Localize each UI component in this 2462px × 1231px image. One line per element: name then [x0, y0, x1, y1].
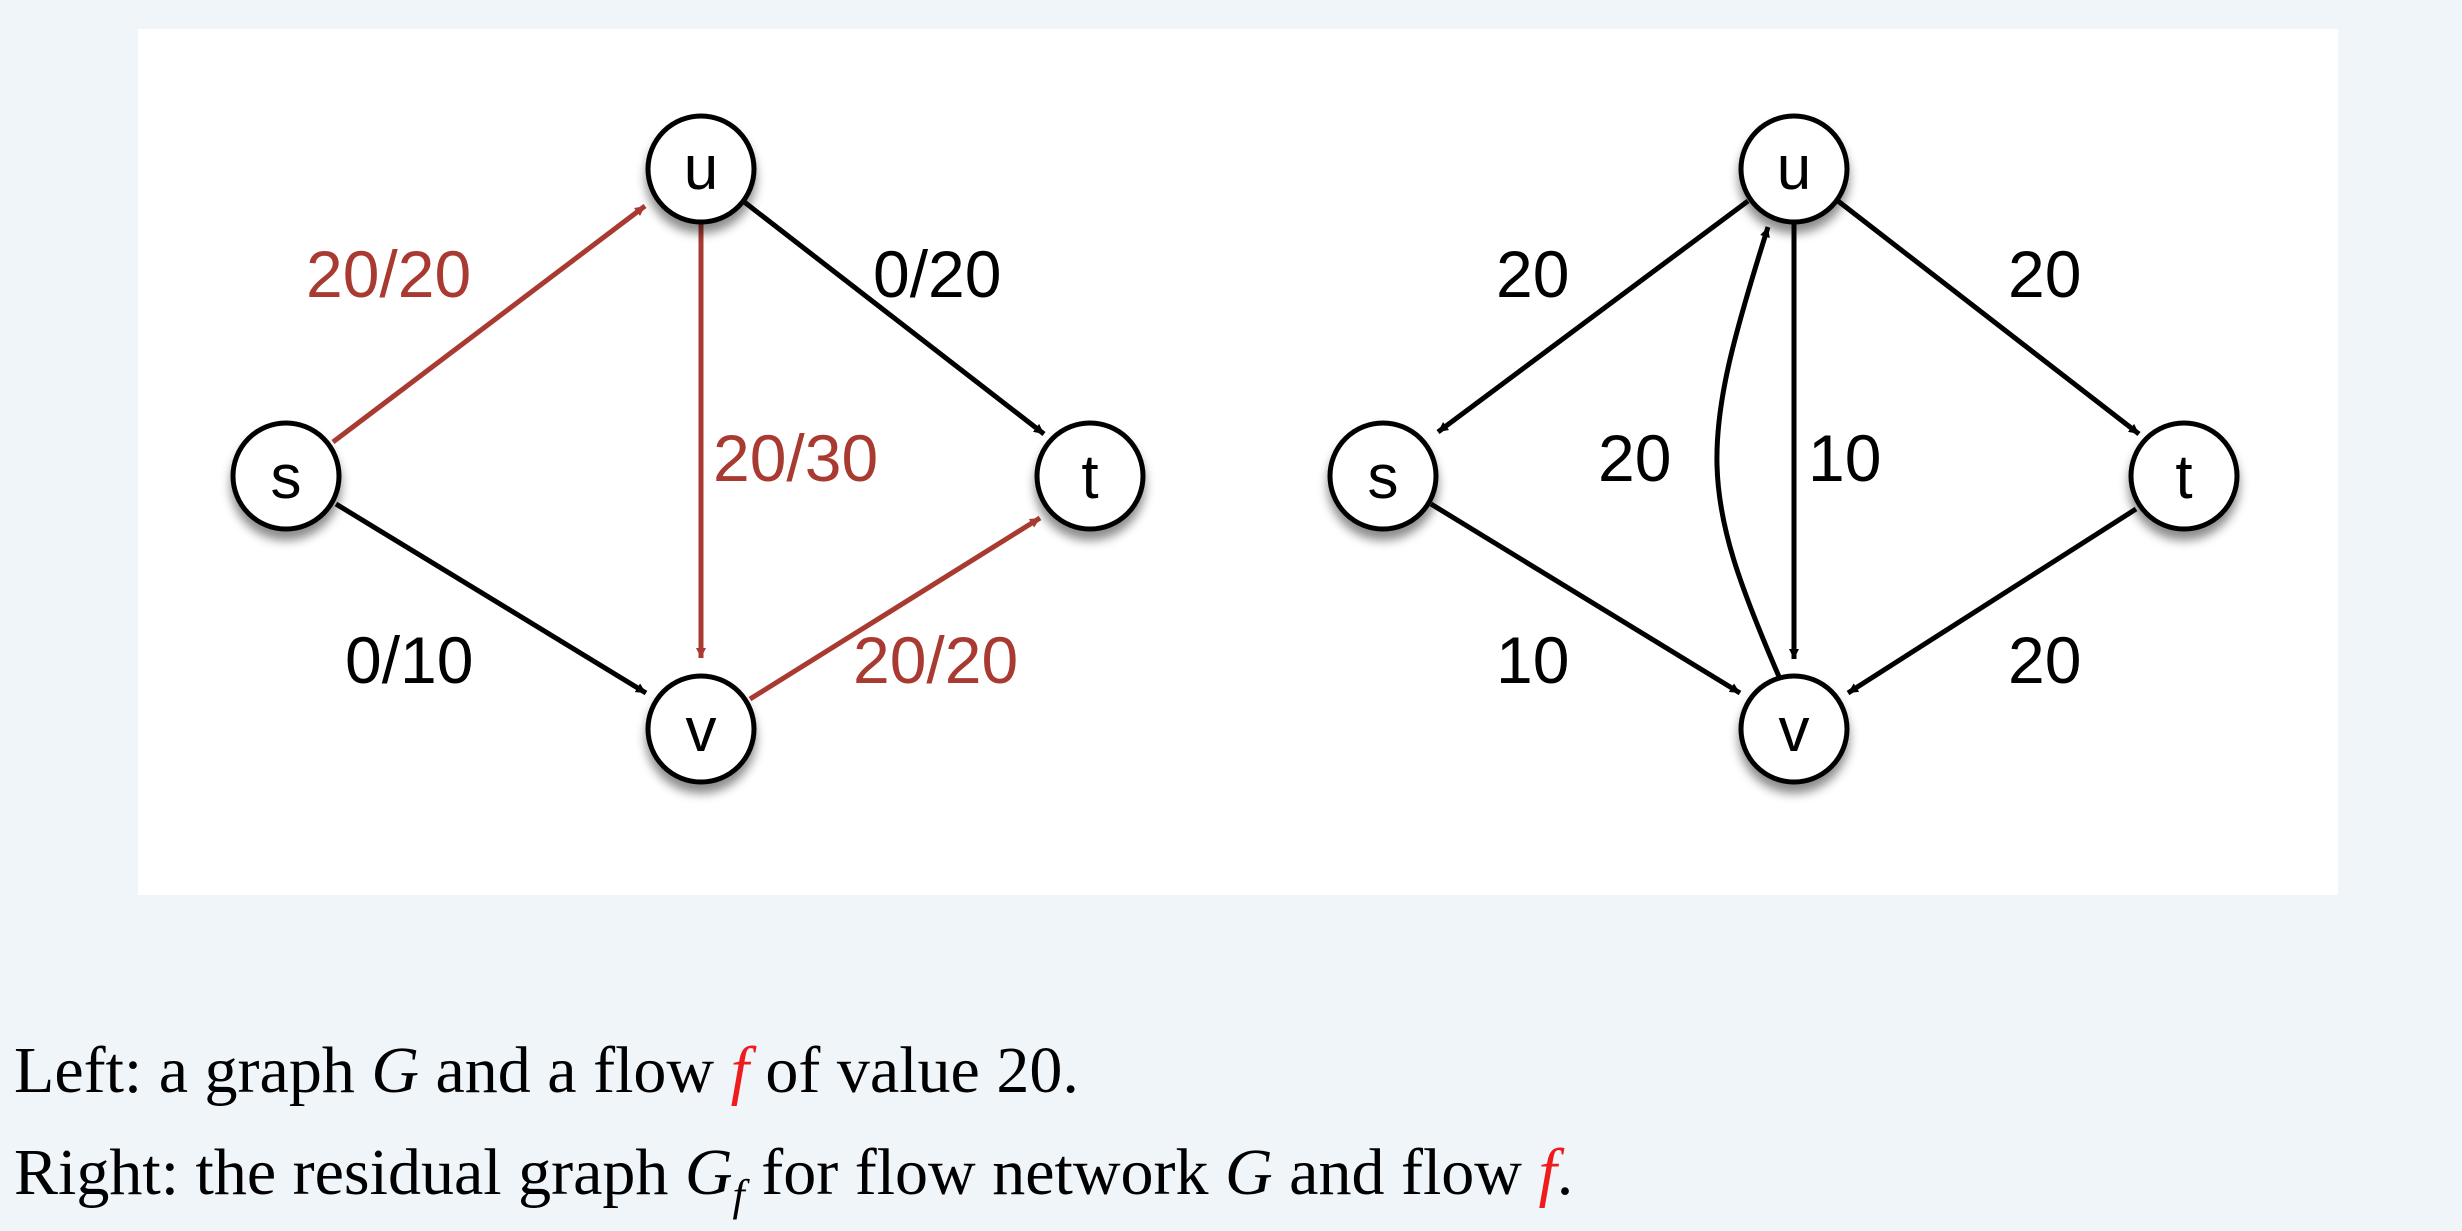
right-node-s: s — [1327, 420, 1439, 532]
left-edge-label-s-v: 0/10 — [345, 623, 473, 697]
caption-2-mid: for flow network — [744, 1136, 1225, 1209]
right-edge-label-v-u: 20 — [1598, 421, 1671, 495]
caption-2-prefix: Right: the residual graph — [14, 1136, 685, 1209]
caption-2-graph-symbol: G — [1225, 1136, 1273, 1209]
right-edge-u-t — [1836, 199, 2141, 436]
caption-1-mid: and a flow — [419, 1034, 731, 1107]
left-node-u: u — [645, 113, 757, 225]
right-node-v: v — [1738, 673, 1850, 785]
left-node-v-label: v — [686, 696, 717, 765]
left-edge-v-t — [748, 515, 1042, 702]
left-node-t: t — [1034, 420, 1146, 532]
left-node-t-label: t — [1081, 443, 1098, 512]
right-edge-v-u — [1714, 226, 1783, 680]
right-edge-label-u-t: 20 — [2008, 237, 2081, 311]
flow-diagram: 20/20 20/30 0/20 0/10 20/20 s u t v — [230, 113, 2240, 785]
left-edge-label-u-t: 0/20 — [873, 237, 1001, 311]
left-edge-u-t — [741, 199, 1046, 436]
left-edge-label-u-v: 20/30 — [713, 421, 878, 495]
left-node-s: s — [230, 420, 342, 532]
left-node-s-label: s — [271, 443, 302, 512]
left-edge-label-v-t: 20/20 — [853, 623, 1018, 697]
caption-2-mid2: and flow — [1272, 1136, 1539, 1209]
left-edge-label-s-u: 20/20 — [306, 237, 471, 311]
right-node-t: t — [2128, 420, 2240, 532]
caption-line-1: Left: a graph G and a flow f of value 20… — [14, 1020, 1573, 1122]
caption-line-2: Right: the residual graph Gf for flow ne… — [14, 1122, 1573, 1231]
right-graph: 20 20 20 10 10 20 s u t v — [1327, 113, 2240, 785]
right-node-s-label: s — [1368, 443, 1399, 512]
left-graph: 20/20 20/30 0/20 0/10 20/20 s u t v — [230, 113, 1146, 785]
left-edge-s-v — [334, 501, 648, 696]
right-edge-label-s-v: 10 — [1496, 623, 1569, 697]
right-edge-label-t-v: 20 — [2008, 623, 2081, 697]
caption-2-flow-symbol: f — [1538, 1136, 1557, 1209]
right-edge-label-u-v: 10 — [1808, 421, 1881, 495]
caption-1-flow-symbol: f — [730, 1034, 749, 1107]
left-node-v: v — [645, 673, 757, 785]
right-edge-s-v — [1429, 501, 1742, 696]
right-node-u-label: u — [1777, 134, 1811, 203]
caption-1-graph-symbol: G — [371, 1034, 419, 1107]
right-edge-t-v — [1846, 506, 2138, 696]
right-node-v-label: v — [1779, 696, 1810, 765]
left-node-u-label: u — [684, 134, 718, 203]
right-node-t-label: t — [2175, 443, 2192, 512]
right-edge-label-u-s: 20 — [1496, 237, 1569, 311]
right-edge-u-s — [1436, 198, 1750, 435]
left-edge-s-u — [331, 204, 647, 444]
figure-caption: Left: a graph G and a flow f of value 20… — [14, 1020, 1573, 1231]
caption-2-residual-symbol: G — [684, 1136, 733, 1209]
caption-1-prefix: Left: a graph — [14, 1034, 372, 1107]
caption-2-residual-subscript: f — [732, 1171, 745, 1220]
caption-2-suffix: . — [1556, 1136, 1574, 1209]
caption-1-suffix: of value 20. — [748, 1034, 1079, 1107]
figure-panel: 20/20 20/30 0/20 0/10 20/20 s u t v — [138, 29, 2338, 895]
right-node-u: u — [1738, 113, 1850, 225]
